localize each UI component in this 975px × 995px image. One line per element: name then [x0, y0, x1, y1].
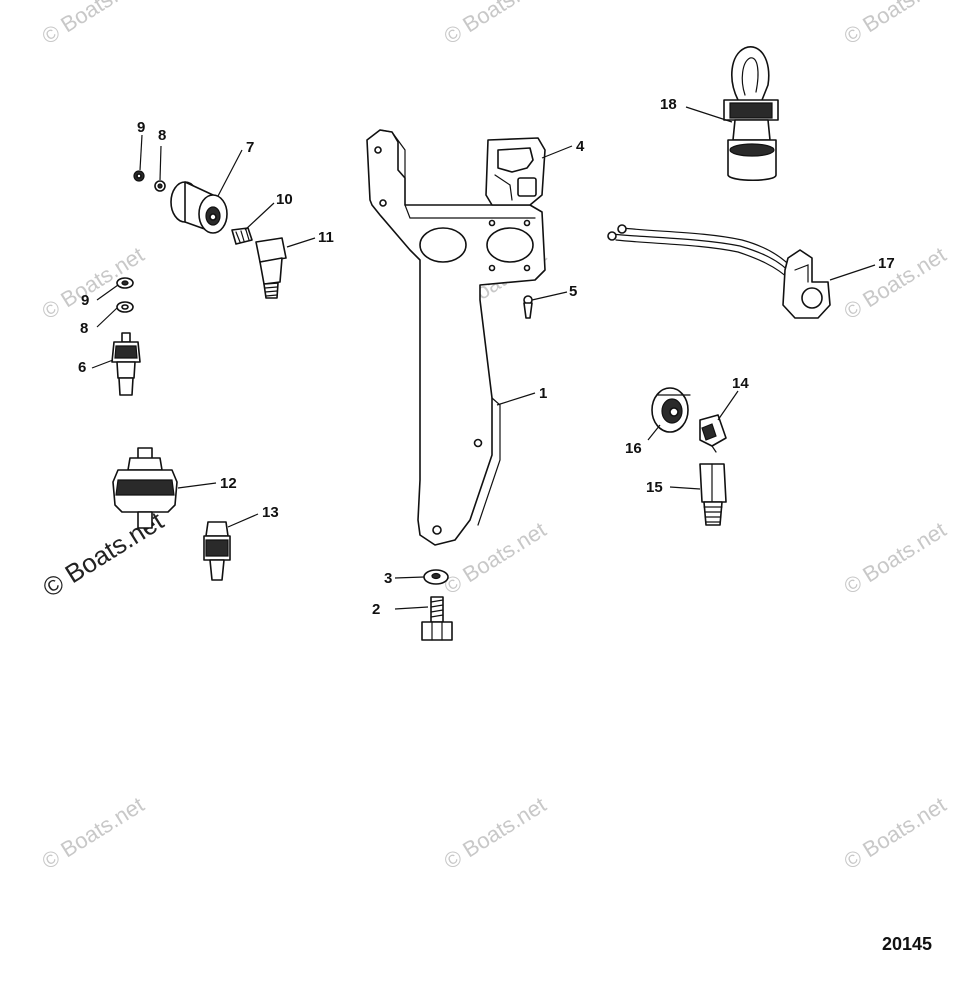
part-10-fitting[interactable]: [231, 227, 253, 245]
part-7-sender[interactable]: [170, 181, 228, 234]
part-3-washer[interactable]: [423, 569, 449, 585]
part-8-washer-lower[interactable]: [116, 301, 134, 313]
callouts: 1 2 3 4 5 6 7 8 8 9 9 10 11 12 13 14 15 …: [78, 96, 895, 618]
part-11-adapter[interactable]: [255, 237, 287, 299]
callout-11: 11: [318, 229, 334, 246]
part-17-sensor-harness[interactable]: [607, 224, 831, 319]
part-8-washer-upper[interactable]: [154, 180, 166, 192]
watermark: © Boats.net: [839, 517, 950, 599]
watermark: © Boats.net: [839, 0, 950, 49]
callout-12: 12: [220, 475, 237, 492]
part-16-sender[interactable]: [651, 387, 691, 433]
callout-17: 17: [878, 255, 895, 272]
callout-13: 13: [262, 504, 279, 521]
callout-18: 18: [660, 96, 677, 113]
callout-4: 4: [576, 138, 585, 155]
callout-15: 15: [646, 479, 663, 496]
leader-lines: [91, 106, 876, 610]
part-9-nut-upper[interactable]: [133, 170, 145, 182]
callout-5: 5: [569, 283, 577, 300]
callout-3: 3: [384, 570, 392, 587]
part-5-screw[interactable]: [523, 295, 533, 319]
callout-7: 7: [246, 139, 254, 156]
part-1-bracket[interactable]: [366, 129, 546, 546]
callout-9-upper: 9: [137, 119, 145, 136]
callout-9-lower: 9: [81, 292, 89, 309]
callout-1: 1: [539, 385, 547, 402]
callout-14: 14: [732, 375, 749, 392]
watermark: © Boats.net: [839, 242, 950, 324]
part-12-sensor[interactable]: [112, 447, 178, 529]
part-2-bolt[interactable]: [421, 596, 453, 641]
callout-16: 16: [625, 440, 642, 457]
callout-8-upper: 8: [158, 127, 166, 144]
watermark: © Boats.net: [37, 0, 148, 49]
part-13-fitting[interactable]: [203, 521, 231, 581]
diagram-id: 20145: [882, 934, 932, 954]
callout-6: 6: [78, 359, 86, 376]
watermark: © Boats.net: [439, 792, 550, 874]
watermarks: © Boats.net © Boats.net © Boats.net © Bo…: [37, 0, 950, 874]
callout-8-lower: 8: [80, 320, 88, 337]
part-9-nut-lower[interactable]: [116, 277, 134, 289]
watermark: © Boats.net: [439, 0, 550, 49]
callout-2: 2: [372, 601, 380, 618]
part-18-connector[interactable]: [723, 46, 779, 182]
watermark: © Boats.net: [839, 792, 950, 874]
part-14-fitting[interactable]: [699, 414, 727, 453]
part-4-clip[interactable]: [485, 137, 546, 206]
watermark: © Boats.net: [37, 792, 148, 874]
callout-10: 10: [276, 191, 293, 208]
part-15-adapter[interactable]: [699, 463, 727, 526]
part-6-switch[interactable]: [111, 332, 141, 396]
